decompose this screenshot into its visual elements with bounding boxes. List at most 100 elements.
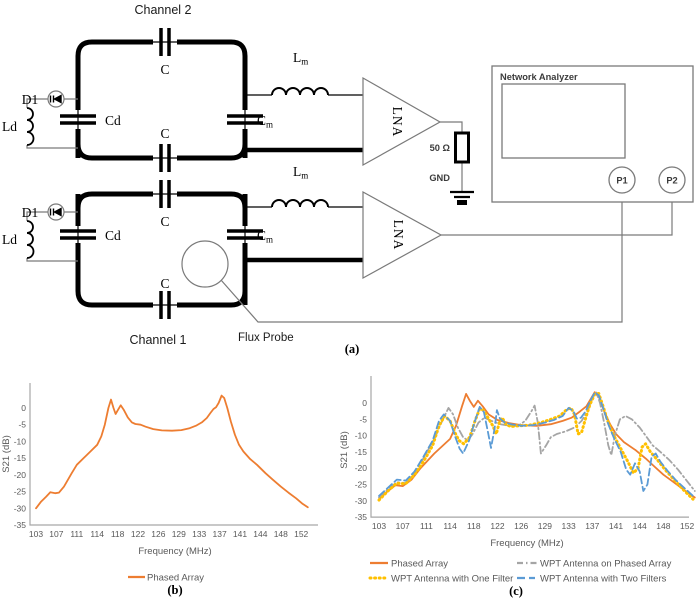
- port-p2: [658, 166, 686, 194]
- diode-glyph-ch2: [49, 94, 62, 104]
- cm-label-ch1: Cm: [257, 228, 273, 245]
- x-tick-label: 107: [396, 521, 410, 531]
- panel-b-caption: (b): [167, 583, 182, 597]
- lm-label-ch2: Lm: [293, 50, 308, 67]
- chart-c-ylabel: S21 (dB): [339, 431, 350, 469]
- chart-c-axes: [370, 376, 689, 518]
- x-tick-label: 111: [420, 521, 433, 531]
- matching-network-ch2: [245, 87, 363, 96]
- capacitor-cd-ch2: [60, 114, 96, 125]
- x-tick-label: 126: [151, 529, 165, 539]
- c-label-bottom: C: [160, 276, 169, 291]
- y-tick-label: 0: [21, 403, 26, 413]
- y-tick-label: -20: [355, 463, 368, 473]
- resistor-label: 50 Ω: [430, 143, 451, 153]
- port-p1: [608, 166, 636, 194]
- x-tick-label: 107: [49, 529, 63, 539]
- p2-label: P2: [666, 176, 677, 186]
- y-tick-label: -10: [14, 436, 27, 446]
- ld-label-ch1: Ld: [2, 232, 17, 247]
- x-tick-label: 133: [562, 521, 576, 531]
- chart-b-xlabel: Frequency (MHz): [138, 546, 211, 557]
- diode-glyph-ch1: [49, 207, 62, 217]
- capacitor-c-mid-upper: [159, 144, 171, 172]
- wire-fluxprobe-to-p1: [220, 193, 623, 323]
- channel2-loop: [75, 39, 248, 158]
- y-tick-label: -25: [14, 487, 27, 497]
- x-tick-label: 118: [111, 529, 125, 539]
- x-tick-label: 122: [131, 529, 145, 539]
- y-tick-label: -15: [355, 447, 368, 457]
- p1-label: P1: [616, 176, 627, 186]
- capacitor-c-mid-lower: [159, 180, 171, 208]
- channel1-loop: [75, 194, 248, 308]
- x-tick-label: 133: [192, 529, 206, 539]
- channel1-label: Channel 1: [130, 333, 187, 347]
- series-line-0: [35, 394, 309, 510]
- wire-lna1-output: [440, 121, 463, 192]
- x-tick-label: 148: [656, 521, 670, 531]
- d1-label-ch2: D1: [22, 92, 39, 107]
- inductor-lm-ch1: [271, 199, 329, 208]
- d1-label-ch1: D1: [22, 205, 39, 220]
- wire-lna2-to-p2: [441, 193, 673, 236]
- x-tick-label: 111: [70, 529, 83, 539]
- x-tick-label: 129: [172, 529, 186, 539]
- y-tick-label: -25: [355, 480, 368, 490]
- y-tick-label: -30: [14, 503, 27, 513]
- c-label-mid-upper: C: [160, 126, 169, 141]
- c-label-mid-lower: C: [160, 214, 169, 229]
- x-tick-label: 114: [443, 521, 457, 531]
- series-line-3: [378, 391, 694, 497]
- network-analyzer-label: Network Analyzer: [500, 72, 578, 82]
- ground-symbol: [450, 190, 474, 205]
- chart-c-legend-label-two-filters: WPT Antenna with Two Filters: [540, 574, 667, 585]
- capacitor-cm-ch1: [227, 229, 263, 240]
- lna1-triangle: [362, 76, 442, 167]
- circuit-diagram: Channel 2 Channel 1 D1 D1 Ld Ld Cd Cd C …: [2, 3, 694, 356]
- y-tick-label: -5: [18, 420, 26, 430]
- y-tick-label: -5: [359, 414, 367, 424]
- capacitor-leads: [77, 41, 246, 306]
- inductor-ld-ch1: [26, 220, 35, 259]
- x-tick-label: 122: [490, 521, 504, 531]
- lm-label-ch1: Lm: [293, 164, 308, 181]
- panel-a-caption: (a): [345, 342, 360, 356]
- chart-c-legend-label-wpt-on-array: WPT Antenna on Phased Array: [540, 559, 672, 570]
- resistor-50ohm: [454, 131, 470, 164]
- inductor-ld-ch2: [26, 107, 35, 146]
- x-tick-label: 144: [253, 529, 267, 539]
- gnd-label: GND: [429, 173, 450, 183]
- y-tick-label: -15: [14, 453, 27, 463]
- cd-label-ch2: Cd: [105, 113, 121, 128]
- flux-probe-label: Flux Probe: [238, 332, 294, 344]
- lna1-label: LNA: [390, 107, 405, 138]
- network-analyzer-box: [491, 65, 694, 203]
- chart-c: S21 (dB) Frequency (MHz) Phased Array WP…: [339, 376, 696, 598]
- x-tick-label: 129: [538, 521, 552, 531]
- x-tick-label: 114: [90, 529, 104, 539]
- y-tick-label: -35: [355, 512, 368, 522]
- capacitor-c-bottom: [159, 291, 171, 319]
- x-tick-label: 126: [514, 521, 528, 531]
- x-tick-label: 144: [633, 521, 647, 531]
- y-tick-label: -10: [355, 431, 368, 441]
- capacitor-cd-ch1: [60, 229, 96, 240]
- series-line-0: [378, 391, 696, 501]
- inductor-lm-ch2: [271, 87, 329, 96]
- x-tick-label: 103: [29, 529, 43, 539]
- chart-b-axes: [29, 383, 318, 526]
- x-tick-label: 148: [274, 529, 288, 539]
- x-tick-label: 141: [233, 529, 247, 539]
- x-tick-label: 137: [213, 529, 227, 539]
- y-tick-label: -35: [14, 520, 27, 530]
- x-tick-label: 152: [294, 529, 308, 539]
- c-label-top: C: [160, 62, 169, 77]
- cd-label-ch1: Cd: [105, 228, 121, 243]
- y-tick-label: -30: [355, 496, 368, 506]
- na-screen: [501, 83, 626, 159]
- series-line-1: [378, 391, 696, 499]
- y-tick-label: 0: [362, 398, 367, 408]
- x-tick-label: 141: [609, 521, 623, 531]
- y-tick-label: -20: [14, 470, 27, 480]
